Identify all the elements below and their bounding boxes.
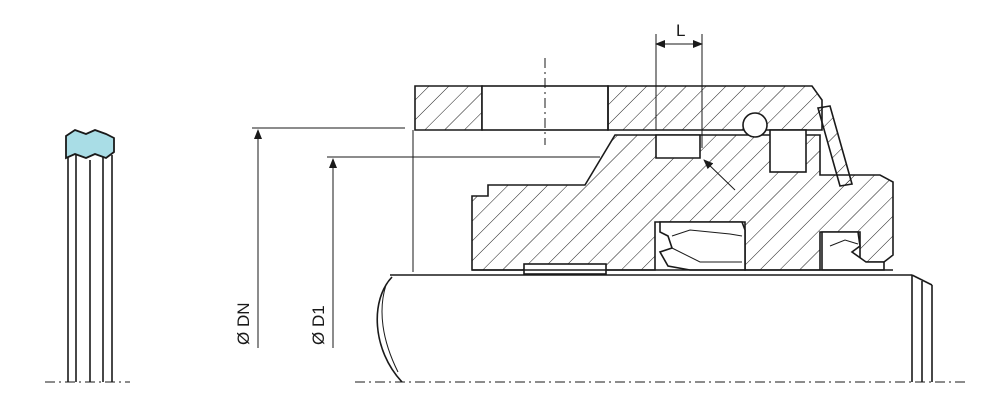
gland-plate-left — [414, 85, 483, 131]
angled-wiper — [816, 105, 854, 187]
shaft-break-left — [376, 276, 403, 383]
groove-channel — [655, 134, 701, 159]
dimension-annotations: L Ø DN Ø D1 — [234, 21, 736, 348]
groove-leader-arrow — [703, 159, 736, 191]
rod-seal — [658, 221, 746, 271]
seal-profile-icon — [65, 128, 115, 160]
seal-ring-side-view — [45, 128, 130, 383]
guide-bushing — [523, 263, 607, 275]
gland-plate-right — [607, 85, 823, 131]
dim-d1-label: Ø D1 — [309, 305, 328, 345]
dim-dn-label: Ø DN — [234, 303, 253, 346]
dim-length-label: L — [676, 21, 685, 40]
sectional-assembly — [355, 58, 965, 383]
retainer-block — [769, 129, 807, 173]
o-ring-ball — [742, 112, 768, 138]
